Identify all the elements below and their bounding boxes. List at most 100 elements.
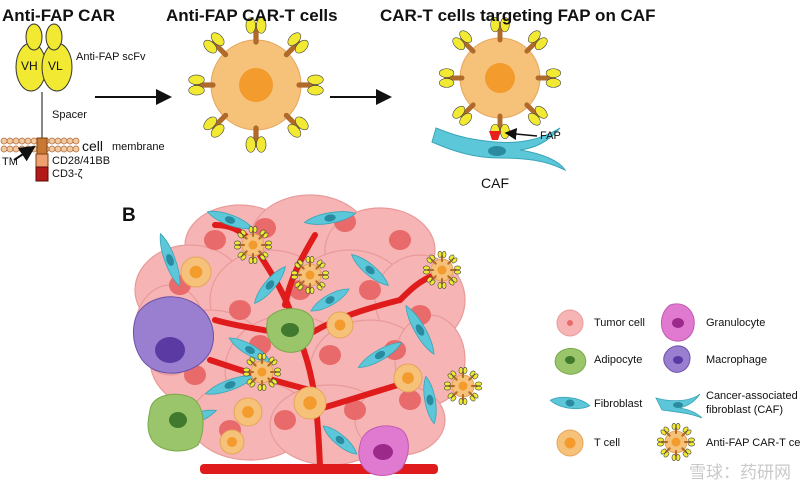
scfv-lobe [459,112,473,126]
legend-fibroblast: Fibroblast [594,398,643,410]
granulocyte-nucleus [373,444,393,460]
scfv-lobe [426,276,433,283]
scfv-lobe [290,270,298,276]
scfv-lobe [240,229,247,236]
fibroblast-nucleus [166,254,174,266]
scfv-lobe [249,381,256,388]
scfv-lobe [319,262,326,269]
macrophage-nucleus [155,337,185,363]
scfv-lobe [188,74,205,85]
fibroblast-nucleus [335,435,345,445]
membrane-bead [0,137,8,145]
scfv-lobe [271,359,278,366]
scfv-lobe [248,225,254,233]
scfv-lobe [422,269,430,275]
fibroblast [310,288,350,312]
scfv-lobe [259,254,266,261]
scfv-lobe [441,282,447,290]
car-t-cell [242,352,282,392]
scfv-lobe [500,17,510,33]
scfv-lobe [439,68,455,78]
caf-cell [431,127,567,172]
membrane-label-small: membrane [112,141,165,153]
scfv-lobe [450,370,457,377]
car-t-cell [290,255,330,295]
scfv-lobe [451,276,458,283]
scfv-lobe [290,274,298,280]
scfv-lobe [242,371,250,377]
scfv-lobe [429,279,436,286]
title-anti-fap-car-t-cells: Anti-FAP CAR-T cells [166,6,338,25]
scfv-lobe [261,352,267,360]
scfv-lobe [451,257,458,264]
t-cell-nucleus [226,436,238,448]
scfv-lobe [448,279,455,286]
fibroblast [549,396,591,410]
t-cell-nucleus [239,68,273,102]
scfv-lobe [203,116,217,131]
tm-label: TM [2,156,18,168]
tumor-cell-nucleus [399,390,421,410]
scfv-lobe [210,32,225,46]
scfv-lobe [287,32,302,46]
scfv-lobe [439,78,455,88]
macrophage-body [133,296,214,374]
scfv-lobe [252,225,258,233]
scfv-lobe [319,281,326,288]
car-t-cell-targeting [439,17,561,139]
scfv-lobe [316,259,323,266]
car-t-cell-large [188,17,324,153]
tumor-cell-nucleus [254,218,276,238]
scfv-lobe [545,78,561,88]
receptor-stalk [283,112,301,130]
scfv-lobe [237,232,244,239]
membrane-bead [18,137,26,145]
scfv-lobe [472,373,479,380]
legend-granulocyte-nucleus [672,318,684,328]
scfv-lobe [500,123,510,139]
fibroblast [254,266,286,304]
t-cell-nucleus [305,270,315,280]
fibroblast-nucleus [324,214,336,222]
scfv-lobe [271,378,278,385]
title-anti-fap-car: Anti-FAP CAR [2,6,116,25]
scfv-lobe [259,229,266,236]
fap-marker [489,131,501,140]
legend-tumor-cell-nucleus [567,320,573,326]
membrane-bead [60,145,68,153]
scfv-lobe [316,284,323,291]
membrane-bead [24,137,32,145]
vl-label: VL [48,59,63,73]
membrane-bead [6,145,14,153]
scfv-lobe [685,448,692,455]
spacer-label: Spacer [52,109,87,121]
scfv-lobe [458,366,464,374]
fibroblast [405,304,435,356]
fibroblast-nucleus [365,265,375,275]
scfv-lobe [295,39,309,54]
scfv-lobe [268,356,275,363]
tumor-cell-nucleus [274,410,296,430]
fibroblast [204,375,256,395]
t-cell-nucleus [334,319,346,331]
membrane-label-big: cell [82,138,104,154]
scfv-lobe [297,284,304,291]
membrane-bead [72,137,80,145]
fibroblast [159,232,181,288]
scfv-lobe [274,371,282,377]
scfv-lobe [527,30,541,44]
t-cell-nucleus [402,372,414,384]
tumor-cell-nucleus [204,230,226,250]
t-cell-nucleus [485,63,515,93]
scfv-lobe [663,426,670,433]
vh-label: VH [21,59,38,73]
scfv-lobe [441,250,447,258]
scfv-lobe [237,251,244,258]
scfv-lobe [660,448,667,455]
scfv-lobe [233,244,241,250]
scfv-label: Anti-FAP scFv [76,51,146,63]
scfv-lobe [459,30,473,44]
scfv-lobe [274,367,282,373]
scfv-lobe [256,17,267,34]
